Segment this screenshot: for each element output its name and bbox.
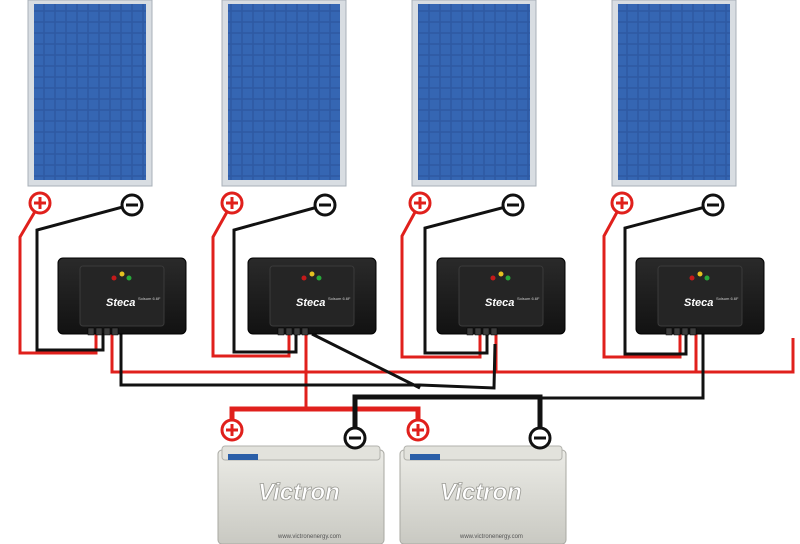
panel-2-positive-wire	[211, 202, 291, 358]
controller-1-led-red	[111, 275, 117, 281]
solar-panel-2-cells	[228, 4, 340, 180]
controller-1-model: Solsum 6.6F	[138, 296, 161, 301]
controller-4-brand: Steca	[684, 297, 713, 309]
controller-4-terminal	[681, 327, 689, 336]
batteries: Victron www.victronenergy.com Victron www.v…	[217, 445, 567, 544]
controller-3-brand: Steca	[485, 297, 514, 309]
controller-1-led-yellow	[119, 271, 125, 277]
controller-1-led-green	[126, 275, 132, 281]
controller-2-model: Solsum 6.6F	[328, 296, 351, 301]
panel-2-negative-wire	[232, 203, 326, 354]
battery-2-lid	[403, 445, 563, 461]
controller-1-terminal	[87, 327, 95, 336]
panel-3-positive-wire	[400, 202, 482, 359]
controller-2-brand: Steca	[296, 297, 325, 309]
controller-4-led-yellow	[697, 271, 703, 277]
battery-2-label: Victron	[440, 479, 522, 506]
controller-2-led-yellow	[309, 271, 315, 277]
battery-1-website: www.victronenergy.com	[277, 534, 341, 540]
controller-3-terminal	[482, 327, 490, 336]
controller-4-terminal	[665, 327, 673, 336]
terminal-symbols	[28, 191, 725, 450]
controller-2-terminal	[293, 327, 301, 336]
controller-1-brand: Steca	[106, 297, 135, 309]
controller-2-terminal	[285, 327, 293, 336]
battery-positive-link	[229, 406, 421, 430]
panel-4-positive-wire	[602, 202, 682, 359]
panel-4-negative-wire	[623, 203, 714, 356]
controller-3-terminal	[474, 327, 482, 336]
battery-negative-link-1	[119, 334, 497, 390]
controller-3-led-green	[505, 275, 511, 281]
solar-panel-4-cells	[618, 4, 730, 180]
controller-4-model: Solsum 6.6F	[716, 296, 739, 301]
controller-4-led-red	[689, 275, 695, 281]
battery-1-lid	[221, 445, 381, 461]
controller-2-terminal	[301, 327, 309, 336]
controller-3-led-red	[490, 275, 496, 281]
battery-1-label: Victron	[258, 479, 340, 506]
controller-3-terminal	[466, 327, 474, 336]
battery-1-logo	[228, 454, 258, 460]
controller-4-led-green	[704, 275, 710, 281]
controller-3-model: Solsum 6.6F	[517, 296, 540, 301]
panel-3-negative-wire	[423, 203, 514, 355]
solar-panels	[27, 0, 737, 187]
battery-positive-bus	[110, 334, 795, 374]
controller-2-faceplate	[269, 265, 355, 327]
battery-2-website: www.victronenergy.com	[459, 534, 523, 540]
controller-3-terminal	[490, 327, 498, 336]
wiring-layer	[18, 202, 795, 432]
panel-1-positive-wire	[18, 202, 98, 355]
solar-panel-3-cells	[418, 4, 530, 180]
controller-4-terminal	[689, 327, 697, 336]
controller-4-faceplate	[657, 265, 743, 327]
battery-2-logo	[410, 454, 440, 460]
controller-1-terminal	[103, 327, 111, 336]
battery-negative-link-2	[311, 332, 421, 390]
controller-3-led-yellow	[498, 271, 504, 277]
panel-1-negative-wire	[35, 203, 131, 352]
battery-negative-link	[352, 394, 543, 432]
battery-negative-link-4	[540, 334, 705, 400]
controller-3-faceplate	[458, 265, 544, 327]
controller-1-terminal	[95, 327, 103, 336]
controller-2-terminal	[277, 327, 285, 336]
solar-panel-1-cells	[34, 4, 146, 180]
controller-1-terminal	[111, 327, 119, 336]
controller-4-terminal	[673, 327, 681, 336]
controller-1-faceplate	[79, 265, 165, 327]
controller-2-led-green	[316, 275, 322, 281]
controller-2-led-red	[301, 275, 307, 281]
